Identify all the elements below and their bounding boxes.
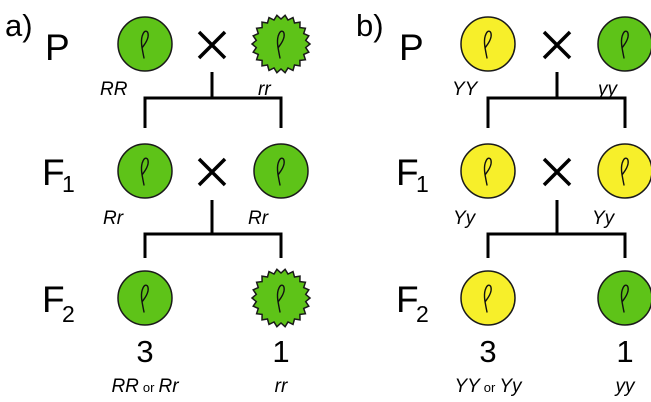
seed-hilum	[140, 157, 149, 186]
generation-p-label: P	[45, 27, 70, 68]
f2-right-count: 1	[272, 334, 289, 369]
seed-hilum	[276, 30, 285, 59]
p-left-genotype: RR	[100, 79, 128, 100]
f1-right-seed	[253, 143, 309, 199]
p-right-genotype: rr	[258, 79, 271, 100]
seed-hilum	[483, 30, 492, 59]
generation-f2-subscript: 2	[62, 301, 75, 327]
cross-x-mark	[542, 157, 572, 187]
p-right-seed	[597, 16, 651, 72]
f2-right-seed	[597, 270, 651, 326]
cross-x-mark	[197, 157, 227, 187]
generation-f2-label: F	[396, 279, 419, 320]
seed-hilum	[140, 30, 149, 59]
p-left-genotype: YY	[452, 79, 479, 100]
seed-hilum	[140, 284, 149, 313]
generation-f2-subscript: 2	[416, 301, 429, 327]
p-left-seed	[460, 16, 516, 72]
f2-right-seed	[250, 268, 312, 328]
generation-f1-subscript: 1	[62, 171, 75, 197]
cross-x-mark	[542, 30, 572, 60]
f2-left-seed	[460, 270, 516, 326]
seed-hilum	[483, 157, 492, 186]
p-to-f1-connector	[143, 72, 283, 128]
seed-hilum	[276, 157, 285, 186]
p-left-seed	[117, 16, 173, 72]
f1-right-seed	[597, 143, 651, 199]
f1-left-genotype: Rr	[103, 208, 124, 229]
cross-symbol-f1	[542, 157, 572, 187]
generation-p-label: P	[399, 27, 424, 68]
f1-to-f2-connector	[486, 200, 627, 258]
f2-right-genotype: rr	[275, 376, 288, 397]
panel-label: a)	[5, 8, 33, 43]
p-right-genotype: yy	[596, 79, 619, 100]
seed-hilum	[276, 284, 285, 313]
f1-to-f2-connector	[143, 200, 283, 258]
seed-hilum	[483, 284, 492, 313]
f1-right-genotype: Rr	[248, 208, 269, 229]
seed-hilum	[620, 157, 629, 186]
f2-right-genotype: yy	[614, 376, 637, 397]
f2-right-count: 1	[616, 334, 633, 369]
panel-label: b)	[356, 8, 384, 43]
cross-x-mark	[197, 30, 227, 60]
f1-left-seed	[460, 143, 516, 199]
f2-left-count: 3	[136, 334, 153, 369]
f2-left-count: 3	[479, 334, 496, 369]
generation-f1-subscript: 1	[416, 171, 429, 197]
p-right-seed	[250, 14, 312, 74]
seed-hilum	[620, 284, 629, 313]
seed-hilum	[620, 30, 629, 59]
cross-symbol-f1	[197, 157, 227, 187]
cross-symbol-p	[542, 30, 572, 60]
f2-left-seed	[117, 270, 173, 326]
generation-f2-label: F	[42, 279, 65, 320]
cross-symbol-p	[197, 30, 227, 60]
p-to-f1-connector	[486, 72, 627, 128]
f1-left-seed	[117, 143, 173, 199]
f1-left-genotype: Yy	[453, 208, 477, 229]
f1-right-genotype: Yy	[592, 208, 616, 229]
generation-f1-label: F	[42, 152, 65, 193]
generation-f1-label: F	[396, 152, 419, 193]
